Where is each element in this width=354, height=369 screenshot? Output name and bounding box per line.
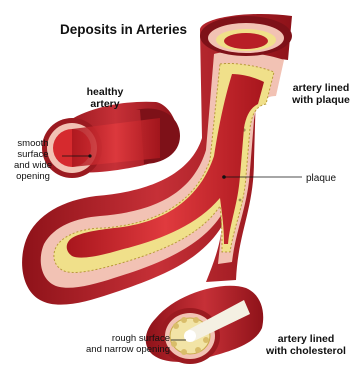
plaque-lined-label-line1: artery lined: [286, 82, 354, 94]
healthy-label-line2: artery: [82, 98, 128, 110]
rough-surface-label: rough surface and narrow opening: [74, 333, 170, 355]
smooth-surface-label: smooth surface and wide opening: [2, 138, 64, 182]
plaque-label: plaque: [306, 173, 336, 184]
plaque-lined-label-line2: with plaque: [286, 94, 354, 106]
chol-label-line1: artery lined: [262, 333, 350, 345]
rough-label-line2: and narrow opening: [74, 344, 170, 355]
cholesterol-lined-artery-label: artery lined with cholesterol: [262, 333, 350, 357]
plaque-leader-dot: [222, 175, 226, 179]
smooth-label-line1: smooth: [2, 138, 64, 149]
healthy-label-line1: healthy: [82, 86, 128, 98]
smooth-label-line3: and wide: [2, 160, 64, 171]
healthy-artery-label: healthy artery: [82, 86, 128, 110]
plaque-lined-artery-label: artery lined with plaque: [286, 82, 354, 106]
chol-label-line2: with cholesterol: [262, 345, 350, 357]
diagram-title: Deposits in Arteries: [60, 22, 187, 37]
smooth-label-line2: surface: [2, 149, 64, 160]
smooth-leader-dot: [88, 154, 91, 157]
smooth-label-line4: opening: [2, 171, 64, 182]
rough-label-line1: rough surface: [74, 333, 170, 344]
